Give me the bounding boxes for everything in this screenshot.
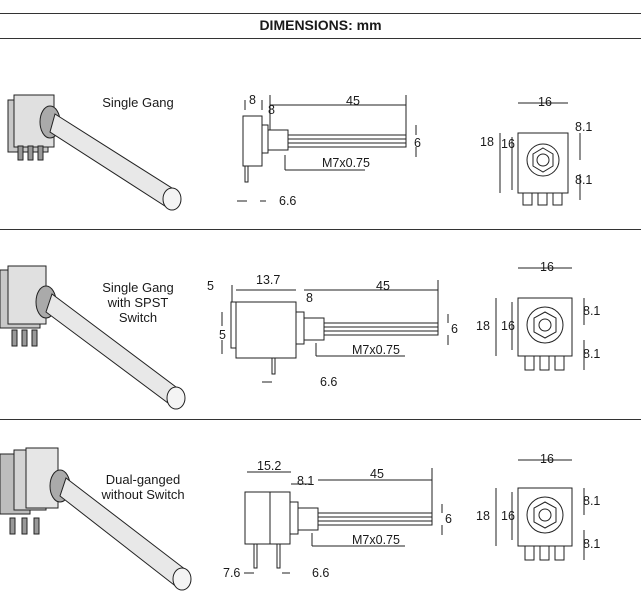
row-label: Single Gang — [102, 95, 174, 110]
front-width: 16 — [540, 452, 554, 466]
front-lower: 8.1 — [583, 537, 601, 551]
front-height: 18 — [480, 135, 494, 149]
row-label: Single Gang with SPST Switch — [102, 280, 174, 325]
dim-thread: M7x0.75 — [322, 156, 370, 170]
front-lower: 8.1 — [575, 173, 593, 187]
front-inner: 16 — [501, 137, 515, 151]
single-gang-drawing — [7, 94, 581, 211]
row-single-gang-spst: Single Gang with SPST Switch 5 13.7 8 45… — [0, 230, 641, 420]
dim-length: 45 — [370, 467, 384, 481]
dim-pin: 6.6 — [312, 566, 330, 580]
row-label: Dual-ganged without Switch — [101, 472, 185, 502]
dim-left: 5 — [207, 279, 214, 293]
dim-length: 45 — [376, 279, 390, 293]
pot-illustration — [0, 447, 192, 591]
front-view — [499, 102, 581, 206]
row-single-gang: Single Gang 8 8 45 6 M7x0.75 6.6 16 18 1… — [0, 40, 641, 230]
dim-dia: 6 — [445, 512, 452, 526]
dim-thread: M7x0.75 — [352, 343, 400, 357]
pot-illustration — [7, 94, 182, 211]
front-width: 16 — [540, 260, 554, 274]
dual-ganged-drawing — [0, 447, 585, 591]
front-width: 16 — [538, 95, 552, 109]
pot-illustration — [0, 265, 186, 410]
dim-body: 13.7 — [256, 273, 281, 287]
dim-length: 45 — [346, 94, 360, 108]
spst-drawing — [0, 265, 585, 410]
front-inner: 16 — [501, 319, 515, 333]
side-view — [237, 95, 417, 202]
front-upper: 8.1 — [583, 304, 601, 318]
dim-dia: 6 — [451, 322, 458, 336]
dim-thread: M7x0.75 — [352, 533, 400, 547]
front-view — [495, 459, 585, 561]
header-title: DIMENSIONS: mm — [259, 17, 382, 33]
side-view — [221, 280, 449, 383]
dim-body: 15.2 — [257, 459, 282, 473]
front-view — [495, 267, 585, 371]
dim-a: 8 — [249, 93, 256, 107]
dim-pin: 6.6 — [279, 194, 297, 208]
row-dual-ganged: Dual-ganged without Switch 15.2 8.1 45 6… — [0, 420, 641, 605]
dim-switch: 5 — [219, 328, 226, 342]
front-upper: 8.1 — [575, 120, 593, 134]
dim-pin: 6.6 — [320, 375, 338, 389]
row-separator — [0, 419, 641, 420]
dim-b: 8.1 — [297, 474, 315, 488]
dimensions-header: DIMENSIONS: mm — [0, 13, 641, 39]
front-upper: 8.1 — [583, 494, 601, 508]
front-height: 18 — [476, 319, 490, 333]
side-view — [244, 468, 443, 574]
dim-pin2: 7.6 — [223, 566, 241, 580]
dim-b: 8 — [306, 291, 313, 305]
front-inner: 16 — [501, 509, 515, 523]
front-lower: 8.1 — [583, 347, 601, 361]
dim-dia: 6 — [414, 136, 421, 150]
dim-b: 8 — [268, 103, 275, 117]
front-height: 18 — [476, 509, 490, 523]
row-separator — [0, 229, 641, 230]
